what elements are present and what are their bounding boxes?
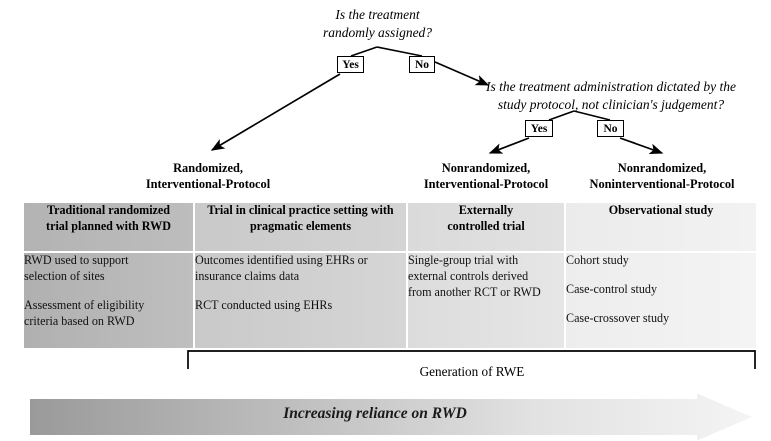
root-question-text: Is the treatment randomly assigned?	[322, 7, 433, 41]
matrix-cell-observational: Cohort study Case-control study Case-cro…	[566, 253, 756, 348]
edge-branch-to-yes2	[548, 110, 575, 121]
matrix-body-row: RWD used to support selection of sites A…	[24, 253, 756, 348]
list-item: Assessment of eligibility criteria based…	[24, 297, 145, 328]
no-box-1[interactable]: No	[409, 56, 435, 73]
matrix-header-traditional-rct: Traditional randomized trial planned wit…	[24, 203, 193, 251]
list-item: Outcomes identified using EHRs or insura…	[195, 253, 368, 283]
matrix-header-externally-controlled: Externally controlled trial	[408, 203, 564, 251]
matrix-cell-traditional-rct: RWD used to support selection of sites A…	[24, 253, 193, 348]
rwe-bracket-caption: Generation of RWE	[419, 364, 525, 379]
edge-root-to-yes1	[350, 46, 378, 57]
matrix-header-row: Traditional randomized trial planned wit…	[24, 203, 756, 251]
list-item: Case-control study	[566, 281, 658, 296]
outcome-label-nonrandomized-noninterventional: Nonrandomized, Noninterventional-Protoco…	[589, 161, 735, 192]
edge-no2-to-nonrandomized-noninterventional	[619, 137, 664, 155]
edge-branch-to-no2	[573, 110, 611, 121]
edge-yes2-to-nonrandomized-interventional	[488, 137, 530, 154]
list-item: Case-crossover study	[566, 310, 670, 325]
list-item: RCT conducted using EHRs	[195, 297, 333, 312]
edge-no1-to-branch-question	[434, 61, 490, 86]
outcome-label-nonrandomized-interventional: Nonrandomized, Interventional-Protocol	[423, 161, 549, 192]
rwe-bracket	[187, 350, 756, 369]
arrow-shape	[30, 393, 752, 441]
increasing-reliance-arrow	[30, 393, 752, 441]
decision-tree-connectors	[210, 46, 664, 155]
edge-yes1-to-randomized	[210, 73, 341, 151]
matrix-header-observational: Observational study	[566, 203, 756, 251]
branch-question-text: Is the treatment administration dictated…	[486, 79, 736, 113]
list-item: RWD used to support selection of sites	[24, 253, 129, 283]
list-item: Single-group trial with external control…	[408, 253, 541, 299]
edge-root-to-no1	[376, 46, 423, 57]
yes-box-2[interactable]: Yes	[525, 120, 553, 137]
matrix-header-pragmatic-trial: Trial in clinical practice setting with …	[195, 203, 406, 251]
outcome-label-randomized-interventional: Randomized, Interventional-Protocol	[145, 161, 271, 192]
matrix-cell-pragmatic-trial: Outcomes identified using EHRs or insura…	[195, 253, 406, 348]
list-item: Cohort study	[566, 253, 629, 267]
matrix-cell-externally-controlled: Single-group trial with external control…	[408, 253, 564, 348]
study-design-matrix: Traditional randomized trial planned wit…	[22, 201, 758, 350]
no-box-2[interactable]: No	[597, 120, 624, 137]
bracket-path	[187, 350, 756, 369]
yes-box-1[interactable]: Yes	[337, 56, 364, 73]
